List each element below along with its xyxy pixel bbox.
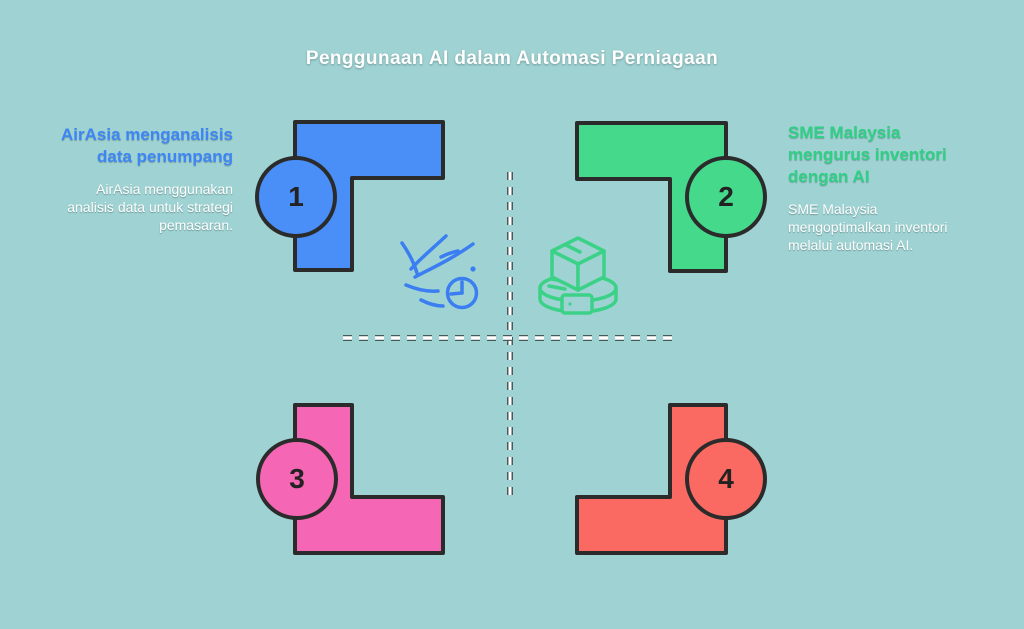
step-circle-3: 3	[256, 438, 338, 520]
step-circle-2: 2	[685, 156, 767, 238]
shape-quadrant-4	[575, 403, 728, 555]
quadrant-1-title: AirAsia menganalisis data penumpang	[61, 125, 233, 166]
quadrant-2-description: SME Malaysia mengoptimalkan inventori me…	[788, 201, 948, 253]
step-number: 4	[718, 463, 734, 494]
quadrant-1-description: AirAsia menggunakan analisis data untuk …	[67, 181, 233, 233]
shape-quadrant-1	[293, 120, 445, 272]
step-circle-1: 1	[255, 156, 337, 238]
shape-quadrant-3	[293, 403, 445, 555]
shape-quadrant-2	[575, 121, 728, 273]
step-circle-4: 4	[685, 438, 767, 520]
robot-package-icon	[538, 236, 618, 315]
step-number: 1	[288, 181, 304, 212]
step-number: 2	[718, 181, 734, 212]
page-title: Penggunaan AI dalam Automasi Perniagaan	[305, 48, 719, 69]
quadrant-1-text-block: AirAsia menganalisis data penumpang AirA…	[56, 124, 233, 234]
quadrant-2-text-block: SME Malaysia mengurus inventori dengan A…	[788, 122, 980, 254]
step-number: 3	[289, 463, 305, 494]
wind-clock-icon	[400, 234, 479, 310]
quadrant-2-title: SME Malaysia mengurus inventori dengan A…	[788, 123, 947, 186]
